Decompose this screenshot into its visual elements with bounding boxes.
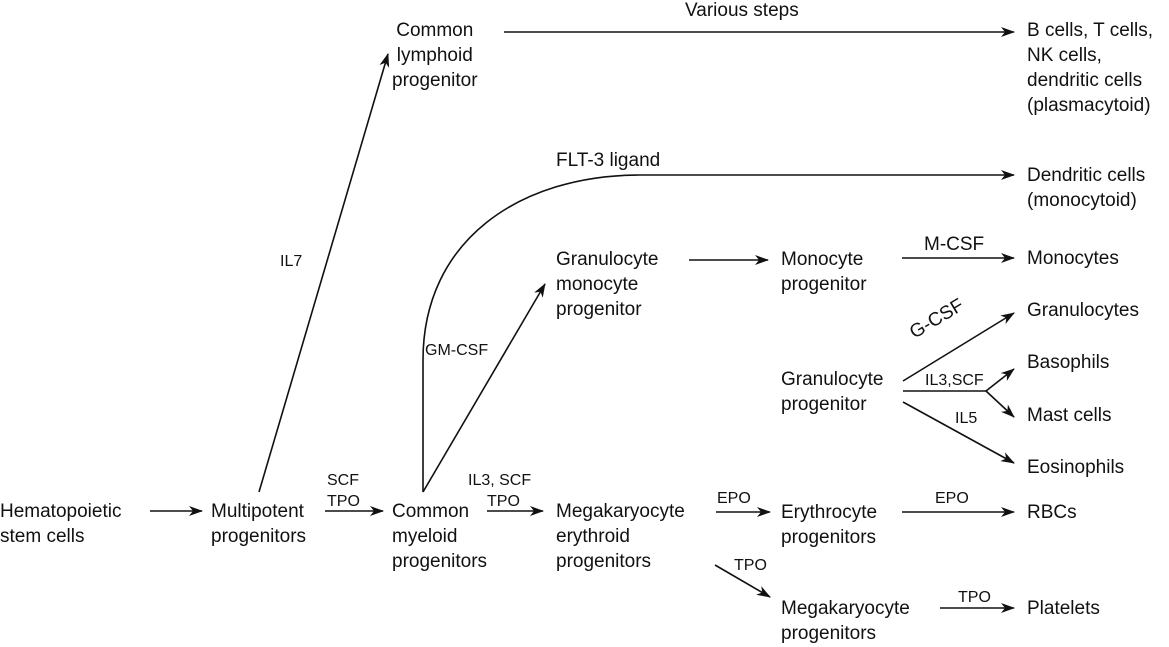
arrow-gran-prog-to-eosinophils xyxy=(902,401,1015,464)
node-text: stem cells xyxy=(0,526,85,547)
arrow-gran-prog-to-granulocytes xyxy=(902,312,1015,382)
label-m-csf: M-CSF xyxy=(924,234,985,255)
node-platelets: Platelets xyxy=(1027,596,1100,621)
node-common-myeloid-progenitors: Common myeloid progenitors xyxy=(392,499,487,574)
label-tpo-mep: TPO xyxy=(734,557,767,574)
node-text: Granulocytes xyxy=(1027,300,1139,321)
node-text: progenitors xyxy=(211,526,307,547)
node-text: progenitors xyxy=(556,551,652,572)
label-tpo-mpp: TPO xyxy=(327,493,360,510)
node-text: Mast cells xyxy=(1027,405,1112,426)
node-basophils: Basophils xyxy=(1027,350,1109,375)
node-mast-cells: Mast cells xyxy=(1027,403,1111,428)
label-gm-csf: GM-CSF xyxy=(425,342,489,359)
node-text: Hematopoietic xyxy=(0,501,122,522)
node-text: Megakaryocyte xyxy=(781,598,910,619)
node-text: erythroid xyxy=(556,526,630,547)
node-eosinophils: Eosinophils xyxy=(1027,455,1124,480)
label-il5: IL5 xyxy=(955,410,978,427)
node-text: Dendritic cells xyxy=(1027,165,1146,186)
node-text: NK cells, xyxy=(1027,45,1102,66)
label-various-steps: Various steps xyxy=(685,0,799,21)
label-epo-mep: EPO xyxy=(717,490,751,507)
label-il3-scf-cmp: IL3, SCF xyxy=(468,472,532,489)
arrow-cmp-to-dc-monocytoid xyxy=(422,170,1015,492)
node-monocytes: Monocytes xyxy=(1027,246,1119,271)
arrow-branch-to-basophils xyxy=(985,368,1015,392)
node-text: Monocyte xyxy=(781,249,864,270)
node-common-lymphoid-progenitor: Common lymphoid progenitor xyxy=(392,18,478,93)
node-monocyte-progenitor: Monocyte progenitor xyxy=(781,247,867,297)
label-tpo-cmp: TPO xyxy=(487,493,520,510)
node-multipotent-progenitors: Multipotent progenitors xyxy=(211,499,306,549)
node-megakaryocyte-progenitors: Megakaryocyte progenitors xyxy=(781,596,910,646)
arrow-cmp-to-gmp xyxy=(422,283,546,493)
node-text: B cells, T cells, xyxy=(1027,20,1154,41)
node-text: Common xyxy=(396,20,474,41)
node-text: (monocytoid) xyxy=(1027,190,1137,211)
node-text: progenitor xyxy=(556,299,642,320)
node-granulocytes: Granulocytes xyxy=(1027,298,1139,323)
node-megakaryocyte-erythroid-progenitors: Megakaryocyte erythroid progenitors xyxy=(556,499,685,574)
node-text: Multipotent xyxy=(211,501,304,522)
node-text: Granulocyte xyxy=(781,369,884,390)
node-text: Monocytes xyxy=(1027,248,1119,269)
node-text: progenitors xyxy=(781,527,877,548)
node-text: myeloid xyxy=(392,526,458,547)
node-text: Megakaryocyte xyxy=(556,501,685,522)
node-text: monocyte xyxy=(556,274,639,295)
label-scf-mpp: SCF xyxy=(327,472,359,489)
node-text: Platelets xyxy=(1027,598,1100,619)
label-tpo-mk: TPO xyxy=(958,589,991,606)
node-text: (plasmacytoid) xyxy=(1027,95,1151,116)
node-text: progenitor xyxy=(392,70,478,91)
label-flt3-ligand: FLT-3 ligand xyxy=(556,150,661,171)
node-granulocyte-monocyte-progenitor: Granulocyte monocyte progenitor xyxy=(556,247,658,322)
node-text: Common xyxy=(392,501,470,522)
node-lymphoid-outputs: B cells, T cells, NK cells, dendritic ce… xyxy=(1027,18,1153,118)
node-text: Granulocyte xyxy=(556,249,659,270)
label-epo-ery: EPO xyxy=(935,490,969,507)
label-il7: IL7 xyxy=(280,253,303,270)
node-text: lymphoid xyxy=(396,45,473,66)
label-il3-scf-basophils: IL3,SCF xyxy=(925,372,984,389)
node-text: Basophils xyxy=(1027,352,1110,373)
node-text: progenitor xyxy=(781,274,867,295)
arrow-mpp-to-clp xyxy=(258,53,390,493)
node-hematopoietic-stem-cells: Hematopoietic stem cells xyxy=(0,499,121,549)
node-granulocyte-progenitor: Granulocyte progenitor xyxy=(781,367,883,417)
node-text: progenitors xyxy=(781,623,877,644)
arrow-mep-to-mk-prog xyxy=(714,564,771,598)
node-text: progenitor xyxy=(781,394,867,415)
node-erythrocyte-progenitors: Erythrocyte progenitors xyxy=(781,500,877,550)
node-text: Erythrocyte xyxy=(781,502,878,523)
node-dendritic-cells-monocytoid: Dendritic cells (monocytoid) xyxy=(1027,163,1145,213)
node-text: dendritic cells xyxy=(1027,70,1143,91)
node-rbcs: RBCs xyxy=(1027,500,1077,525)
node-text: Eosinophils xyxy=(1027,457,1125,478)
node-text: progenitors xyxy=(392,551,488,572)
node-text: RBCs xyxy=(1027,502,1077,523)
arrow-branch-to-mast xyxy=(985,390,1015,418)
